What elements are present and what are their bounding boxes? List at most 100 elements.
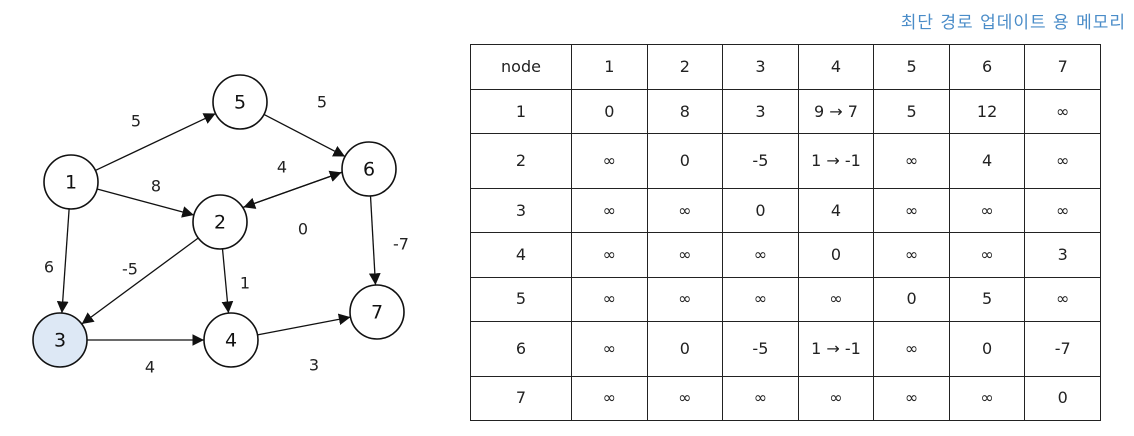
edge-6-7 bbox=[368, 195, 381, 286]
distance-cell: ∞ bbox=[646, 232, 724, 278]
distance-cell: -5 bbox=[722, 320, 799, 377]
distance-cell: 0 bbox=[646, 320, 724, 377]
distance-cell: ∞ bbox=[571, 188, 648, 234]
header-cell: 6 bbox=[948, 43, 1026, 91]
node-circle bbox=[341, 141, 397, 197]
edge-6-2 bbox=[243, 171, 342, 209]
table-row: 4∞∞∞0∞∞3 bbox=[470, 232, 1101, 278]
header-cell: 2 bbox=[646, 43, 724, 91]
node-5: 5 bbox=[212, 74, 268, 130]
distance-cell: ∞ bbox=[722, 276, 799, 322]
node-label: 2 bbox=[214, 212, 226, 234]
edge-1-2 bbox=[96, 188, 195, 218]
node-label: 6 bbox=[363, 159, 375, 181]
edge-weight-1-2: 8 bbox=[151, 177, 161, 196]
node-label: 7 bbox=[371, 302, 383, 324]
header-cell: 5 bbox=[873, 43, 950, 91]
distance-cell: -5 bbox=[722, 133, 799, 190]
node-7: 7 bbox=[349, 284, 405, 340]
distance-cell: 5 bbox=[873, 89, 950, 135]
distance-cell: 4 bbox=[797, 188, 875, 234]
distance-cell: ∞ bbox=[722, 232, 799, 278]
distance-cell: ∞ bbox=[1024, 133, 1101, 190]
header-cell: 1 bbox=[571, 43, 648, 91]
distance-cell: ∞ bbox=[873, 232, 950, 278]
distance-cell: 0 bbox=[722, 188, 799, 234]
node-2: 2 bbox=[192, 194, 248, 250]
distance-cell: 0 bbox=[1024, 375, 1101, 422]
diagram-title: 최단 경로 업데이트 용 메모리 bbox=[900, 13, 1126, 33]
table-row: 7∞∞∞∞∞∞0 bbox=[470, 375, 1101, 422]
row-node-cell: 4 bbox=[470, 232, 572, 278]
distance-cell: 8 bbox=[646, 89, 724, 135]
distance-cell: 1 → -1 bbox=[797, 320, 875, 377]
header-cell: 4 bbox=[797, 43, 875, 91]
edge-weight-5-6: 5 bbox=[317, 93, 327, 112]
node-circle bbox=[43, 154, 99, 210]
edge-weight-1-3: 6 bbox=[44, 258, 54, 277]
node-4: 4 bbox=[203, 312, 259, 368]
distance-cell: ∞ bbox=[948, 188, 1026, 234]
distance-cell: -7 bbox=[1024, 320, 1101, 377]
distance-cell: ∞ bbox=[797, 375, 875, 422]
distance-cell: 0 bbox=[948, 320, 1026, 377]
edge-weight-1-5: 5 bbox=[131, 112, 141, 131]
distance-cell: ∞ bbox=[646, 276, 724, 322]
distance-cell: ∞ bbox=[873, 375, 950, 422]
distance-cell: ∞ bbox=[1024, 188, 1101, 234]
node-1: 1 bbox=[43, 154, 99, 210]
distance-cell: 3 bbox=[1024, 232, 1101, 278]
row-node-cell: 6 bbox=[470, 320, 572, 377]
distance-cell: 9 → 7 bbox=[797, 89, 875, 135]
edge-weight-4-7: 3 bbox=[309, 356, 319, 375]
node-label: 3 bbox=[54, 330, 66, 352]
distance-cell: ∞ bbox=[873, 320, 950, 377]
edge-2-4 bbox=[221, 248, 234, 314]
node-circle bbox=[212, 74, 268, 130]
distance-cell: ∞ bbox=[948, 232, 1026, 278]
distance-cell: ∞ bbox=[571, 276, 648, 322]
distance-cell: 0 bbox=[646, 133, 724, 190]
distance-cell: ∞ bbox=[571, 375, 648, 422]
node-circle bbox=[192, 194, 248, 250]
distance-cell: ∞ bbox=[571, 232, 648, 278]
header-cell: 7 bbox=[1024, 43, 1101, 91]
distance-cell: ∞ bbox=[571, 133, 648, 190]
node-6: 6 bbox=[341, 141, 397, 197]
node-label: 5 bbox=[234, 92, 246, 114]
distance-cell: ∞ bbox=[646, 375, 724, 422]
edge-2-3 bbox=[81, 237, 199, 325]
distance-cell: ∞ bbox=[948, 375, 1026, 422]
distance-cell: 12 bbox=[948, 89, 1026, 135]
node-3: 3 bbox=[32, 312, 88, 368]
distance-cell: ∞ bbox=[873, 133, 950, 190]
edge-weight-2-6: 4 bbox=[277, 158, 287, 177]
row-node-cell: 3 bbox=[470, 188, 572, 234]
node-label: 1 bbox=[65, 172, 77, 194]
row-node-cell: 5 bbox=[470, 276, 572, 322]
row-node-cell: 2 bbox=[470, 133, 572, 190]
distance-cell: ∞ bbox=[722, 375, 799, 422]
distance-cell: ∞ bbox=[646, 188, 724, 234]
edge-1-5 bbox=[95, 112, 216, 172]
distance-cell: ∞ bbox=[797, 276, 875, 322]
edge-1-3 bbox=[56, 208, 70, 314]
row-node-cell: 1 bbox=[470, 89, 572, 135]
edge-weight-2-4: 1 bbox=[240, 274, 250, 293]
distance-cell: ∞ bbox=[1024, 89, 1101, 135]
distance-cell: 0 bbox=[797, 232, 875, 278]
header-cell: 3 bbox=[722, 43, 799, 91]
edge-weight-3-4: 4 bbox=[145, 358, 155, 377]
node-circle bbox=[349, 284, 405, 340]
edge-4-7 bbox=[257, 313, 351, 336]
node-label: 4 bbox=[225, 330, 237, 352]
distance-cell: ∞ bbox=[873, 188, 950, 234]
edge-weight-6-2: 0 bbox=[298, 220, 308, 239]
